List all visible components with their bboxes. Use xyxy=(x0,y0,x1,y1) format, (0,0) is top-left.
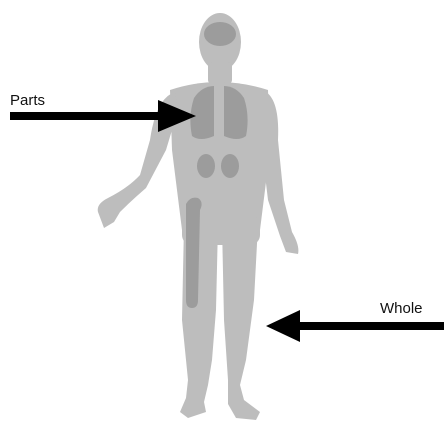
parts-label: Parts xyxy=(10,92,45,109)
whole-arrow-head xyxy=(266,310,300,342)
whole-label: Whole xyxy=(380,300,423,317)
parts-arrow-shaft xyxy=(10,112,162,120)
right-leg xyxy=(222,225,260,420)
right-kidney xyxy=(221,154,239,178)
torso xyxy=(170,82,270,230)
left-kidney xyxy=(197,154,215,178)
whole-arrow-shaft xyxy=(296,322,444,330)
neck xyxy=(208,62,232,84)
right-arm xyxy=(262,90,298,254)
brain xyxy=(204,22,236,46)
